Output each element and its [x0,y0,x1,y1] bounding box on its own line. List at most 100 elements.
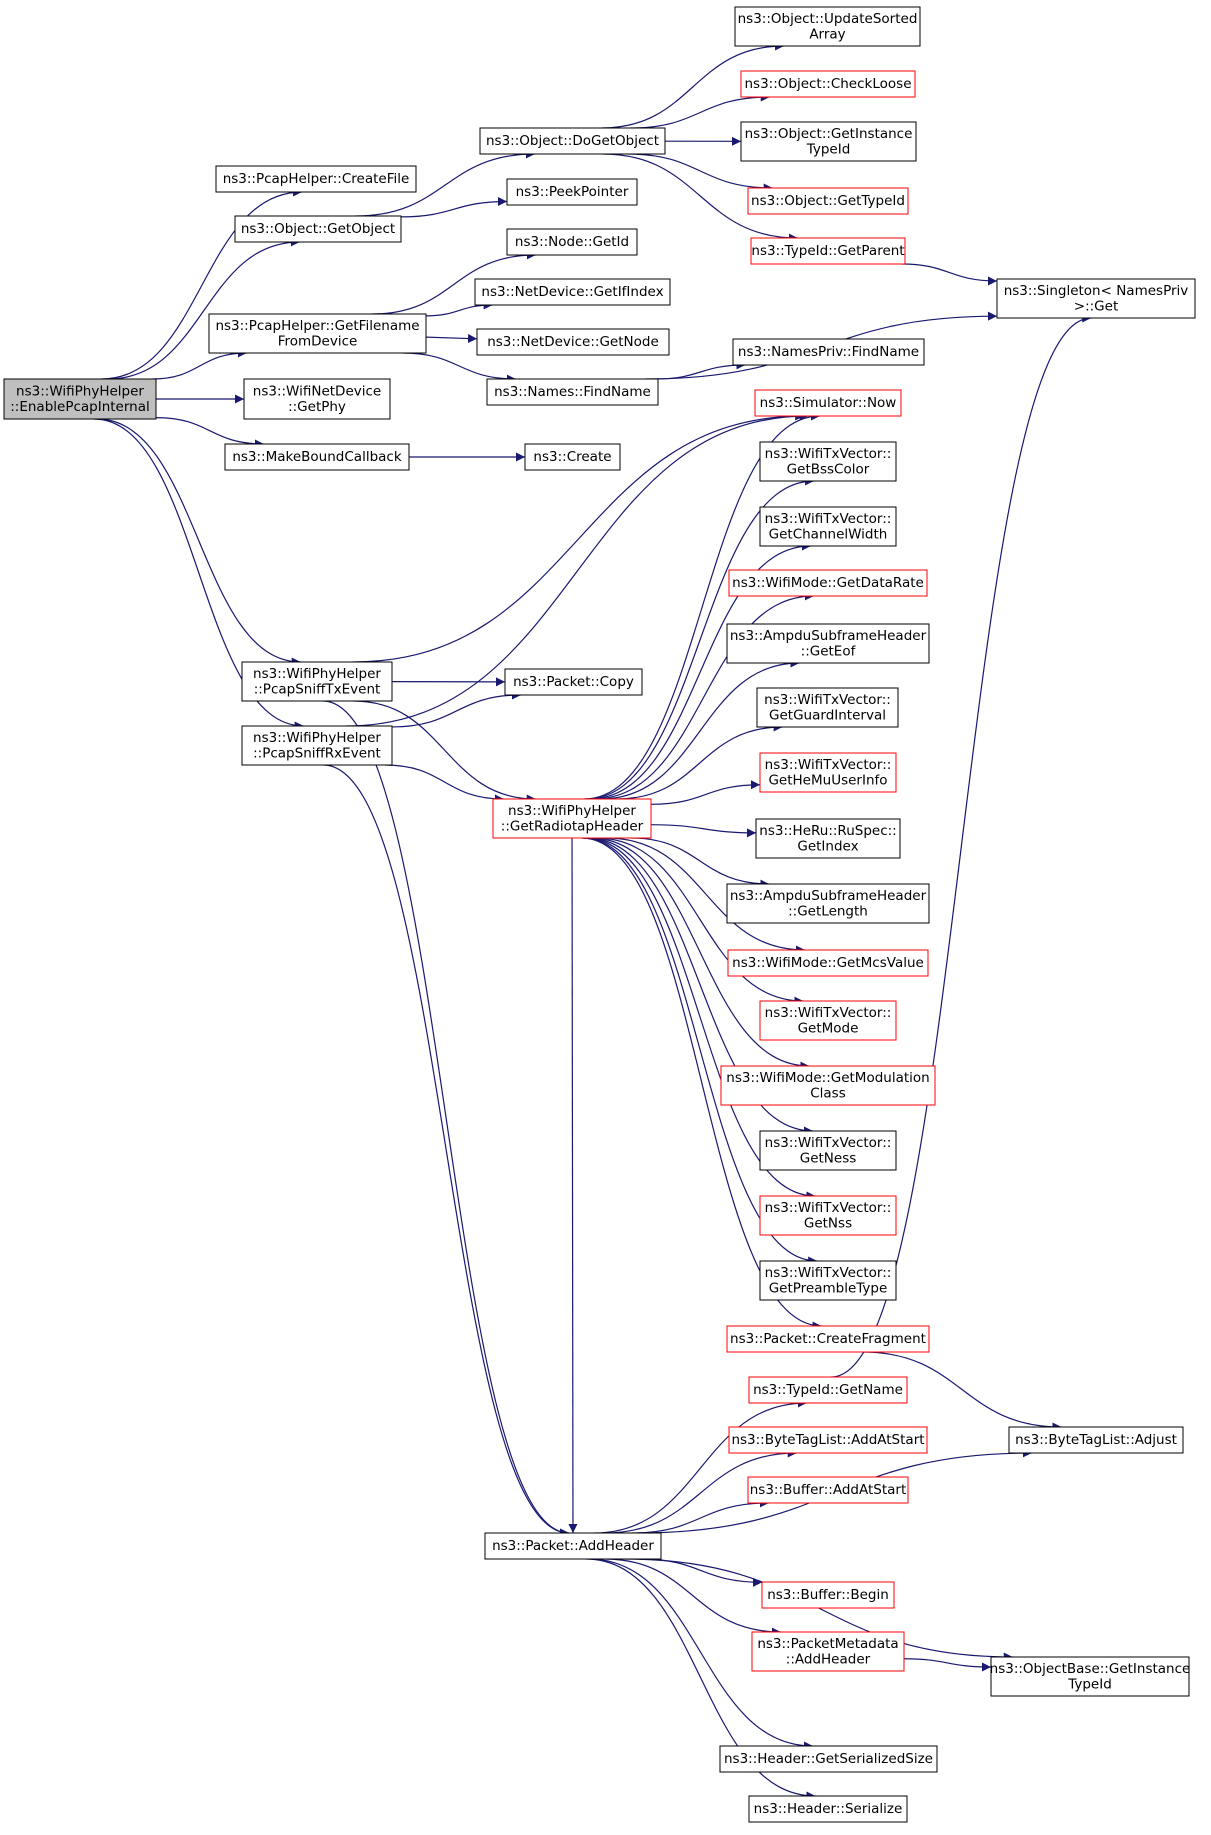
node-pmAddHeader[interactable]: ns3::PacketMetadata::AddHeader [751,1631,905,1672]
node-box [747,187,909,215]
node-label-line: ns3::WifiMode::GetDataRate [732,575,924,591]
node-bssColor[interactable]: ns3::WifiTxVector::GetBssColor [759,441,897,482]
node-getMode[interactable]: ns3::WifiTxVector::GetMode [759,1000,897,1041]
node-label-line: ns3::WifiPhyHelper [16,383,144,399]
node-chanWidth[interactable]: ns3::WifiTxVector::GetChannelWidth [759,506,897,547]
node-box [506,228,638,256]
node-label-line: ::GetPhy [288,399,346,415]
edge-line [93,418,304,731]
node-label-line: ns3::PcapHelper::CreateFile [223,171,410,187]
node-namesFind[interactable]: ns3::Names::FindName [486,378,659,406]
edge-line [371,250,536,315]
edge-line [901,263,998,286]
node-radiotap[interactable]: ns3::WifiPhyHelper::GetRadiotapHeader [492,798,652,839]
node-preamble[interactable]: ns3::WifiTxVector::GetPreambleType [759,1260,897,1301]
edge-root-to-getFilename [152,348,247,380]
edge-line [627,153,773,193]
edge-line [587,837,813,1136]
node-label-line: ns3::ObjectBase::GetInstance [990,1661,1191,1677]
edge-addHeader-to-serSize [588,1558,813,1751]
node-label-line: >::Get [1074,298,1118,314]
edge-addHeader-to-serialize [585,1558,816,1801]
node-getTypeId[interactable]: ns3::Object::GetTypeId [747,187,909,215]
edge-line [353,700,536,804]
node-bufBegin[interactable]: ns3::Buffer::Begin [761,1581,895,1609]
node-label-line: Array [809,26,845,42]
node-box [726,1325,930,1353]
node-guardInt[interactable]: ns3::WifiTxVector::GetGuardInterval [756,687,899,728]
node-simNow[interactable]: ns3::Simulator::Now [754,389,902,417]
node-makeBound[interactable]: ns3::MakeBoundCallback [224,443,410,471]
node-mcsValue[interactable]: ns3::WifiMode::GetMcsValue [727,949,929,977]
node-netGetNode[interactable]: ns3::NetDevice::GetNode [476,328,670,356]
node-namesPrivFind[interactable]: ns3::NamesPriv::FindName [732,338,925,366]
node-createFile[interactable]: ns3::PcapHelper::CreateFile [215,165,417,193]
edges-layer [93,41,1092,1801]
node-typeGetName[interactable]: ns3::TypeId::GetName [748,1376,908,1404]
node-doGetObject[interactable]: ns3::Object::DoGetObject [479,127,666,155]
node-bufAddAtStart[interactable]: ns3::Buffer::AddAtStart [747,1476,909,1504]
node-getObject[interactable]: ns3::Object::GetObject [234,215,402,243]
node-box [719,1745,938,1773]
node-box [759,441,897,482]
node-label-line: GetChannelWidth [769,526,888,542]
node-label-line: ::EnablePcapInternal [10,399,150,415]
edge-root-to-sniffRx [93,418,304,731]
node-label-line: ns3::Packet::AddHeader [492,1538,654,1554]
node-label-line: ns3::NamesPriv::FindName [738,344,919,360]
node-nodeGetId[interactable]: ns3::Node::GetId [506,228,638,256]
node-box [761,1581,895,1609]
node-serSize[interactable]: ns3::Header::GetSerializedSize [719,1745,938,1773]
edge-radiotap-to-getEof [600,658,800,800]
node-label-line: ::PcapSniffTxEvent [254,681,381,697]
node-label-line: TypeId [1067,1676,1112,1692]
edge-line [640,1558,763,1587]
node-btlAdjust[interactable]: ns3::ByteTagList::Adjust [1008,1426,1184,1454]
node-getNss[interactable]: ns3::WifiTxVector::GetNss [759,1195,897,1236]
node-dataRate[interactable]: ns3::WifiMode::GetDataRate [728,569,928,597]
edge-radiotap-to-heMuUser [650,780,761,805]
edge-radiotap-to-getNess [587,837,813,1136]
node-getIfIndex[interactable]: ns3::NetDevice::GetIfIndex [474,278,671,306]
node-heRuIndex[interactable]: ns3::HeRu::RuSpec::GetIndex [755,818,901,859]
edge-line [590,837,810,1071]
node-label-line: ns3::AmpduSubframeHeader [730,888,927,904]
node-singleton[interactable]: ns3::Singleton< NamesPriv>::Get [996,278,1196,319]
node-serialize[interactable]: ns3::Header::Serialize [748,1795,908,1823]
node-getParent[interactable]: ns3::TypeId::GetParent [750,237,906,265]
node-label-line: ns3::Object::UpdateSorted [738,11,918,27]
edge-line [650,780,761,805]
node-wifiGetPhy[interactable]: ns3::WifiNetDevice::GetPhy [243,378,391,420]
node-getNess[interactable]: ns3::WifiTxVector::GetNess [759,1130,897,1171]
edge-radiotap-to-heRuIndex [650,824,757,838]
node-btlAddAtStart[interactable]: ns3::ByteTagList::AddAtStart [728,1426,928,1454]
node-getEof[interactable]: ns3::AmpduSubframeHeader::GetEof [726,623,930,664]
edge-sniffRx-to-radiotap [385,764,504,804]
node-checkLoose[interactable]: ns3::Object::CheckLoose [740,70,916,98]
node-label-line: ns3::Create [533,449,611,465]
node-packetCopy[interactable]: ns3::Packet::Copy [504,668,643,696]
node-box [241,661,393,702]
node-heMuUser[interactable]: ns3::WifiTxVector::GetHeMuUserInfo [759,752,897,793]
node-createFrag[interactable]: ns3::Packet::CreateFragment [726,1325,930,1353]
node-ampduLen[interactable]: ns3::AmpduSubframeHeader::GetLength [726,883,930,924]
node-sniffRx[interactable]: ns3::WifiPhyHelper::PcapSniffRxEvent [241,725,393,766]
node-box [990,1656,1190,1697]
edge-radiotap-to-simNow [584,411,820,800]
edge-radiotap-to-bssColor [585,476,815,800]
node-root[interactable]: ns3::WifiPhyHelper::EnablePcapInternal [3,378,157,420]
node-peekPointer[interactable]: ns3::PeekPointer [506,178,638,206]
edge-getObject-to-doGetObject [355,149,535,217]
node-sniffTx[interactable]: ns3::WifiPhyHelper::PcapSniffTxEvent [241,661,393,702]
node-label-line: ns3::WifiTxVector:: [765,1265,892,1281]
node-create[interactable]: ns3::Create [524,443,621,471]
node-box [759,1260,897,1301]
node-label-line: ns3::ByteTagList::Adjust [1015,1432,1177,1448]
edge-sniffTx-to-simNow [352,411,805,663]
node-addHeader[interactable]: ns3::Packet::AddHeader [484,1532,662,1560]
